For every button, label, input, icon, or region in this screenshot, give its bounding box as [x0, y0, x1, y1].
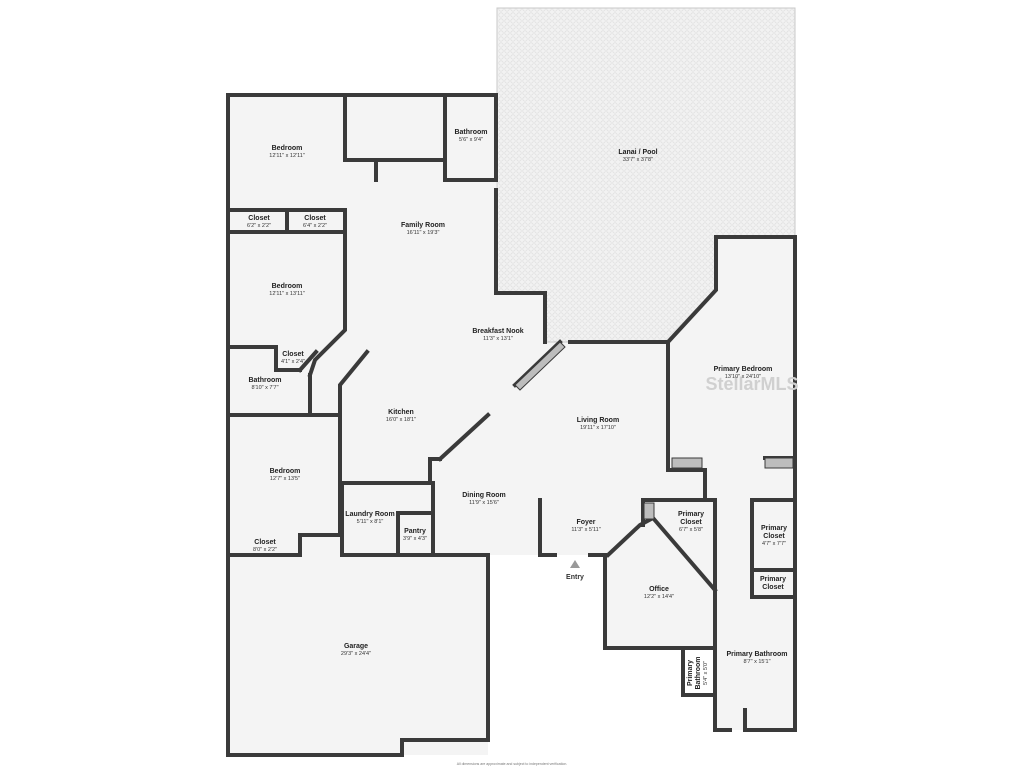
- room-name: Bathroom: [454, 129, 487, 136]
- room-dims: 13'10" x 24'10": [725, 374, 761, 380]
- room-name: Breakfast Nook: [472, 328, 523, 335]
- room-dims: 11'9" x 15'6": [469, 500, 499, 506]
- room-dims: 33'7" x 37'8": [623, 157, 653, 163]
- room-name: Closet: [762, 584, 784, 591]
- room-dims: 12'7" x 13'5": [270, 476, 300, 482]
- entry-label: Entry: [566, 574, 584, 581]
- room-name: Bathroom: [248, 377, 281, 384]
- room-name: Pantry: [404, 528, 426, 535]
- hatched-elements: [514, 341, 794, 520]
- floor-fills: [228, 95, 795, 755]
- room-name: Dining Room: [462, 492, 506, 499]
- room-dims: 5'11" x 8'1": [357, 519, 384, 525]
- room-dims: 5'4" x 5'0": [703, 661, 709, 685]
- room-dims: 12'11" x 12'11": [269, 153, 305, 159]
- entry-arrow-icon: [570, 560, 580, 568]
- watermark: StellarMLS: [705, 374, 798, 394]
- room-dims: 19'11" x 17'10": [580, 425, 616, 431]
- room-name: Garage: [344, 643, 368, 650]
- room-dims: 5'6" x 9'4": [459, 137, 483, 143]
- room-name: Foyer: [576, 519, 595, 526]
- room-dims: 6'7" x 5'8": [679, 527, 703, 533]
- room-name: Primary Bedroom: [714, 366, 773, 373]
- room-name: Bedroom: [270, 468, 301, 475]
- room-dims: 16'0" x 18'1": [386, 417, 416, 423]
- room-dims: 3'9" x 4'3": [403, 536, 427, 542]
- room-dims: 16'11" x 19'3": [407, 230, 440, 236]
- room-name: Primary Bathroom: [726, 651, 787, 658]
- room-name: Closet: [763, 533, 785, 540]
- room-dims: 8'7" x 15'1": [743, 659, 770, 665]
- room-dims: 4'1" x 2'4": [281, 359, 305, 365]
- room-name: Living Room: [577, 417, 619, 424]
- room-name: Closet: [282, 351, 304, 358]
- room-name: Bedroom: [272, 145, 303, 152]
- room-name: Closet: [680, 519, 702, 526]
- room-dims: 4'7" x 7'7": [762, 541, 786, 547]
- room-name: Closet: [254, 539, 276, 546]
- room-name: Lanai / Pool: [618, 149, 657, 156]
- room-dims: 12'11" x 13'11": [269, 291, 305, 297]
- room-dims: 6'2" x 2'2": [247, 223, 271, 229]
- room-dims: 11'3" x 13'1": [483, 336, 513, 342]
- room-name: Closet: [304, 215, 326, 222]
- room-name: Primary: [678, 511, 704, 518]
- room-name: Primary: [687, 660, 694, 686]
- room-name: Primary: [761, 525, 787, 532]
- room-dims: 8'10" x 7'7": [251, 385, 278, 391]
- room-name: Closet: [248, 215, 270, 222]
- room-name: Bathroom: [695, 656, 702, 689]
- room-name: Laundry Room: [345, 511, 394, 518]
- footnote: All dimensions are approximate and subje…: [457, 762, 568, 766]
- walls: [226, 93, 797, 757]
- room-dims: 11'3" x 5'11": [571, 527, 600, 533]
- room-name: Family Room: [401, 222, 445, 229]
- room-dims: 29'3" x 24'4": [341, 651, 371, 657]
- room-dims: 8'0" x 2'2": [253, 547, 277, 553]
- room-name: Bedroom: [272, 283, 303, 290]
- room-name: Office: [649, 586, 669, 593]
- room-name: Primary: [760, 576, 786, 583]
- room-name: Kitchen: [388, 409, 414, 416]
- room-dims: 12'2" x 14'4": [644, 594, 674, 600]
- room-dims: 6'4" x 2'2": [303, 223, 327, 229]
